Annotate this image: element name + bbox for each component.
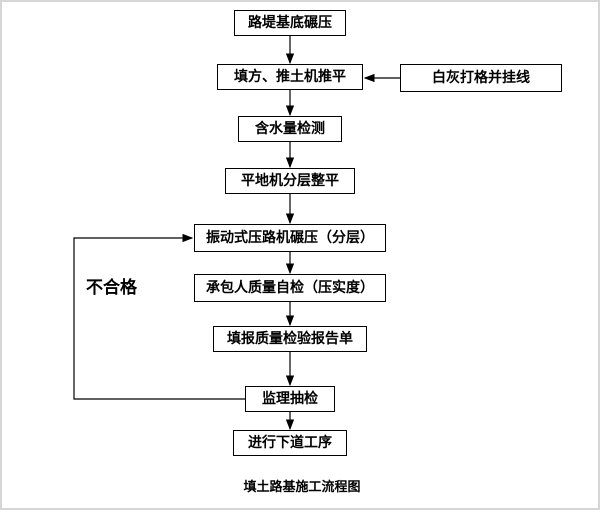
node-fill-bulldozer-leveling: 填方、推土机推平 <box>217 64 363 90</box>
node-vibratory-roller-rolling: 振动式压路机碾压（分层） <box>194 224 386 252</box>
fail-branch-label: 不合格 <box>86 278 137 298</box>
node-moisture-content-test: 含水量检测 <box>238 116 342 142</box>
node-embankment-base-rolling: 路堤基底碾压 <box>234 10 346 36</box>
node-next-process: 进行下道工序 <box>233 430 347 456</box>
node-supervisor-spot-check: 监理抽检 <box>245 386 335 412</box>
node-quality-inspection-report: 填报质量检验报告单 <box>213 326 367 352</box>
node-lime-grid-and-line: 白灰打格并挂线 <box>400 64 562 92</box>
flowchart-caption: 填土路基施工流程图 <box>243 480 361 495</box>
node-contractor-self-inspection: 承包人质量自检（压实度） <box>194 274 386 302</box>
node-grader-layered-leveling: 平地机分层整平 <box>225 168 355 194</box>
arrow-fail-feedback-loop <box>73 233 245 400</box>
